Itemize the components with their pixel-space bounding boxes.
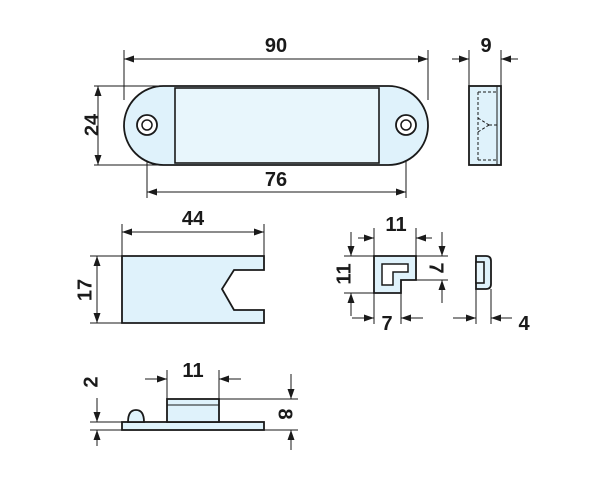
arrow-up <box>93 430 101 440</box>
arrow-up <box>94 86 102 96</box>
dim-base-offset: 2 <box>80 376 102 387</box>
arrow-left <box>416 234 426 242</box>
arrow-right <box>396 188 406 196</box>
base-plate <box>121 421 265 431</box>
arrow-down <box>347 246 355 256</box>
arrow-down <box>93 313 101 323</box>
arrow-left <box>147 188 157 196</box>
dim-depth: 9 <box>480 35 491 57</box>
dim-profile-height-left: 11 <box>333 263 355 284</box>
dim-overall-length: 90 <box>265 35 287 57</box>
arrow-right <box>466 314 476 322</box>
hidden-line <box>477 124 490 133</box>
arrow-left <box>501 55 511 63</box>
mounting-hole-right-inner <box>400 119 412 131</box>
arrow-right <box>364 234 374 242</box>
magnet-plate-center <box>174 87 380 164</box>
top-view: 90 24 76 <box>81 35 429 198</box>
dim-hole-spacing: 76 <box>265 169 287 191</box>
arrow-up <box>347 293 355 303</box>
base-view: 11 2 8 <box>80 360 298 450</box>
arrow-down <box>438 246 446 256</box>
arrow-up <box>93 256 101 266</box>
profile-view: 11 11 7 7 <box>333 214 448 335</box>
arrow-right <box>157 375 167 383</box>
arrow-left <box>219 375 229 383</box>
plate-view: 44 17 <box>74 208 265 324</box>
arrow-down <box>94 155 102 165</box>
dim-base-height: 8 <box>274 408 296 419</box>
arrow-down <box>287 389 295 399</box>
arrow-left <box>491 314 501 322</box>
dim-profile-height-right: 7 <box>425 262 447 273</box>
arrow-left <box>401 314 411 322</box>
arrow-up <box>287 430 295 440</box>
cap-insert <box>475 261 485 284</box>
arrow-left <box>122 228 132 236</box>
dim-cap-thickness: 4 <box>518 313 530 335</box>
profile-body <box>373 255 417 294</box>
dim-profile-width-top: 11 <box>385 214 406 236</box>
arrow-right <box>418 55 428 63</box>
hidden-line <box>477 117 490 126</box>
dim-base-width: 11 <box>182 360 203 382</box>
cap-view: 4 <box>453 255 530 335</box>
base-block <box>166 398 220 423</box>
dim-plate-height: 17 <box>74 279 96 301</box>
side-view: 9 <box>452 35 518 166</box>
mounting-hole-left-inner <box>141 119 153 131</box>
arrow-left <box>124 55 134 63</box>
arrow-right <box>254 228 264 236</box>
base-knob <box>127 409 145 423</box>
dim-plate-width: 44 <box>182 208 205 230</box>
arrow-up <box>438 280 446 290</box>
profile-recess <box>381 263 409 286</box>
plate-body <box>121 255 265 324</box>
arrow-down <box>93 412 101 422</box>
dim-profile-width-bottom: 7 <box>381 313 392 335</box>
arrow-right <box>459 55 469 63</box>
dim-height: 24 <box>81 113 103 136</box>
arrow-right <box>364 314 374 322</box>
